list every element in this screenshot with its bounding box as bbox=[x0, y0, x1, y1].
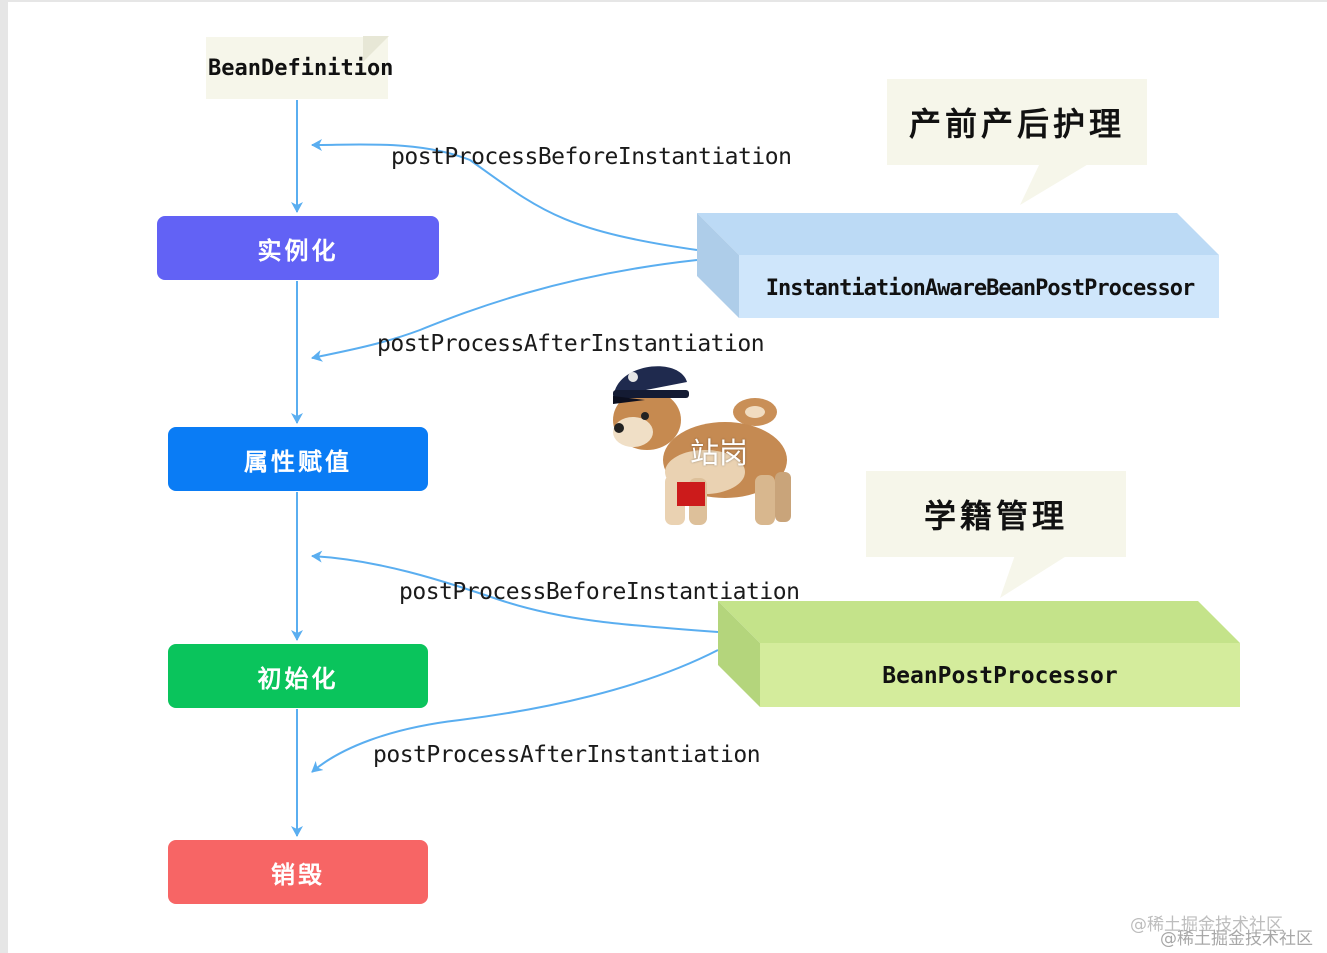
stage-initialization-label: 初始化 bbox=[257, 663, 339, 693]
bean-post-processor-label: BeanPostProcessor bbox=[882, 663, 1118, 689]
speech-bubble-enrollment: 学籍管理 bbox=[866, 471, 1126, 557]
note-fold-corner bbox=[363, 36, 389, 62]
stage-instantiation: 实例化 bbox=[157, 216, 439, 280]
curve-before-initialization bbox=[311, 550, 719, 633]
speech-bubble-prenatal: 产前产后护理 bbox=[887, 79, 1147, 165]
bean-definition-label: BeanDefinition bbox=[208, 55, 394, 81]
stage-destruction-label: 销毁 bbox=[271, 859, 325, 889]
edge-label-after-instantiation: postProcessAfterInstantiation bbox=[377, 331, 765, 357]
stage-instantiation-label: 实例化 bbox=[257, 235, 339, 265]
stage-destruction: 销毁 bbox=[168, 840, 428, 904]
stage-populate-properties-label: 属性赋值 bbox=[244, 446, 352, 476]
instantiation-aware-processor-label: InstantiationAwareBeanPostProcessor bbox=[765, 275, 1196, 301]
curve-before-instantiation bbox=[311, 138, 698, 251]
watermark: @稀土掘金技术社区 bbox=[1130, 915, 1283, 935]
instantiation-aware-processor-box bbox=[697, 213, 1219, 318]
bean-post-processor-box bbox=[718, 601, 1240, 707]
bubble-tail-2 bbox=[1000, 555, 1068, 598]
top-border bbox=[0, 0, 1327, 2]
bubble-tail-1 bbox=[1020, 163, 1090, 205]
speech-bubble-prenatal-text: 产前产后护理 bbox=[908, 105, 1125, 143]
curve-after-instantiation bbox=[311, 259, 698, 362]
edge-label-before-initialization: postProcessBeforeInstantiation bbox=[399, 579, 800, 605]
edge-label-after-initialization: postProcessAfterInstantiation bbox=[373, 742, 761, 768]
left-border bbox=[0, 0, 8, 953]
mascot-label: 站岗 bbox=[690, 436, 749, 470]
speech-bubble-enrollment-text: 学籍管理 bbox=[923, 497, 1068, 535]
watermark-shadow: @稀土掘金技术社区 bbox=[1160, 929, 1313, 949]
guard-dog-mascot-image bbox=[613, 366, 791, 525]
stage-populate-properties: 属性赋值 bbox=[168, 427, 428, 491]
stage-initialization: 初始化 bbox=[168, 644, 428, 708]
curve-after-initialization bbox=[311, 649, 719, 773]
bean-definition-note: BeanDefinition bbox=[206, 36, 393, 99]
edge-label-before-instantiation: postProcessBeforeInstantiation bbox=[391, 144, 792, 170]
